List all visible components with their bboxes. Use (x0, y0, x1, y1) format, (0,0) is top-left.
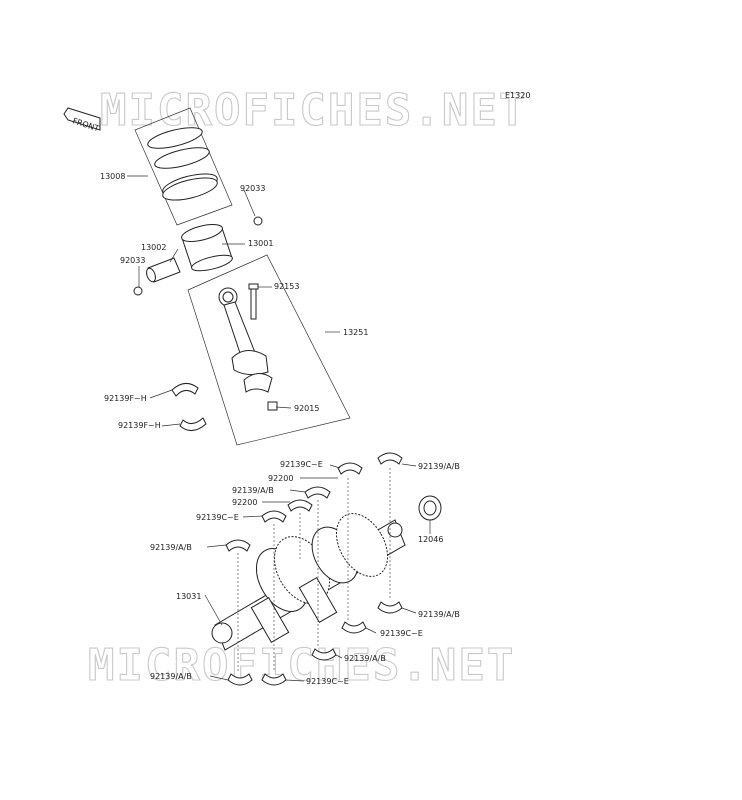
part-label-92139ab-1[interactable]: 92139/A/B (418, 462, 460, 471)
conrod-nut (267, 401, 278, 411)
part-label-92200-a[interactable]: 92200 (268, 474, 293, 483)
part-label-92139ab-6[interactable]: 92139/A/B (150, 672, 192, 681)
bearing-shell-6 (225, 539, 251, 552)
circlip-upper (253, 216, 263, 226)
bearing-shell-5 (261, 510, 287, 523)
bearing-shell-3 (304, 486, 331, 499)
bearing-shell-10 (227, 673, 253, 686)
part-label-92033-upper[interactable]: 92033 (240, 184, 265, 193)
part-label-13031[interactable]: 13031 (176, 592, 201, 601)
bearing-shell-4 (287, 499, 313, 512)
part-label-92139fh-upper[interactable]: 92139F~H (104, 394, 147, 403)
conrod-bearing-lower (179, 417, 207, 431)
part-label-92015[interactable]: 92015 (294, 404, 319, 413)
part-label-92139fh-lower[interactable]: 92139F~H (118, 421, 161, 430)
part-label-92139ab-5[interactable]: 92139/A/B (344, 654, 386, 663)
part-label-92139ce-1[interactable]: 92139C~E (280, 460, 323, 469)
bearing-shell-7 (377, 601, 403, 614)
part-label-12046[interactable]: 12046 (418, 535, 443, 544)
part-label-13251[interactable]: 13251 (343, 328, 368, 337)
part-label-92033-lower[interactable]: 92033 (120, 256, 145, 265)
conrod-bolt (248, 283, 259, 320)
bearing-shell-11 (261, 673, 287, 686)
part-label-13008[interactable]: 13008 (100, 172, 125, 181)
part-label-92139ab-3[interactable]: 92139/A/B (150, 543, 192, 552)
part-label-13002[interactable]: 13002 (141, 243, 166, 252)
crankshaft (211, 513, 406, 651)
diagram-code: E1320 (505, 91, 530, 100)
watermark-bottom: MICROFICHES.NET (88, 640, 515, 691)
part-label-92139ce-3[interactable]: 92139C~E (380, 629, 423, 638)
bearing-shell-2 (337, 462, 363, 475)
piston (181, 224, 233, 272)
front-arrow-icon: FRONT (63, 107, 101, 133)
connecting-rod (218, 287, 273, 393)
part-label-92153[interactable]: 92153 (274, 282, 299, 291)
part-label-92139ce-2[interactable]: 92139C~E (196, 513, 239, 522)
bearing-shell-8 (341, 621, 367, 634)
part-label-92139ab-4[interactable]: 92139/A/B (418, 610, 460, 619)
bearing-shell-9 (311, 648, 337, 661)
conrod-bearing-upper (171, 383, 199, 397)
circlip-lower (133, 286, 143, 296)
watermark-top: MICROFICHES.NET (100, 85, 527, 136)
needle-bearing (418, 495, 442, 521)
part-label-92139ab-2[interactable]: 92139/A/B (232, 486, 274, 495)
part-label-13001[interactable]: 13001 (248, 239, 273, 248)
bearing-shell-1 (377, 452, 403, 465)
part-label-92200-b[interactable]: 92200 (232, 498, 257, 507)
piston-pin (146, 257, 181, 283)
piston-rings (147, 127, 218, 201)
part-label-92139ce-4[interactable]: 92139C~E (306, 677, 349, 686)
part-labels: 13008 92033 13002 13001 92033 92153 1325… (100, 172, 460, 686)
leader-lines (127, 175, 431, 682)
